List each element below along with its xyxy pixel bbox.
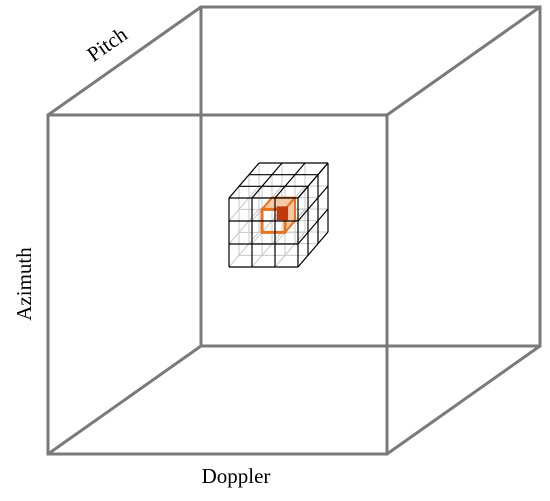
- grid-visible-lines: [228, 162, 329, 268]
- axis-label-azimuth: Azimuth: [12, 247, 36, 321]
- outer-cube-edge-top-left: [47, 5, 202, 117]
- grid-hidden-depth-line: [228, 185, 260, 222]
- grid-hidden-depth-line: [228, 208, 260, 245]
- grid-side-depth-line: [297, 185, 329, 222]
- grid-side-depth-line: [297, 231, 329, 268]
- grid-hidden-depth-line: [228, 231, 260, 268]
- grid-top-depth-line: [228, 162, 260, 199]
- grid-top-depth-line: [297, 162, 329, 199]
- outer-cube-edge-top-right: [386, 5, 541, 117]
- grid-side-depth-line: [297, 208, 329, 245]
- grid-top-depth-line: [251, 162, 283, 199]
- grid-hidden-depth-line: [274, 231, 306, 268]
- outer-cube-edge-bottom-left: [47, 344, 202, 456]
- highlighted-cell: [260, 196, 296, 234]
- outer-cube-front-face: [46, 113, 389, 456]
- outer-cube-edge-bottom-right: [386, 344, 541, 456]
- grid-top-depth-line: [274, 162, 306, 199]
- outer-cube-back-face: [199, 5, 542, 348]
- outer-cube: [46, 5, 542, 456]
- grid-hidden-depth-line: [251, 231, 283, 268]
- cell-grid-cube: [228, 162, 329, 268]
- axis-label-doppler: Doppler: [202, 464, 271, 488]
- highlight-core: [276, 206, 289, 221]
